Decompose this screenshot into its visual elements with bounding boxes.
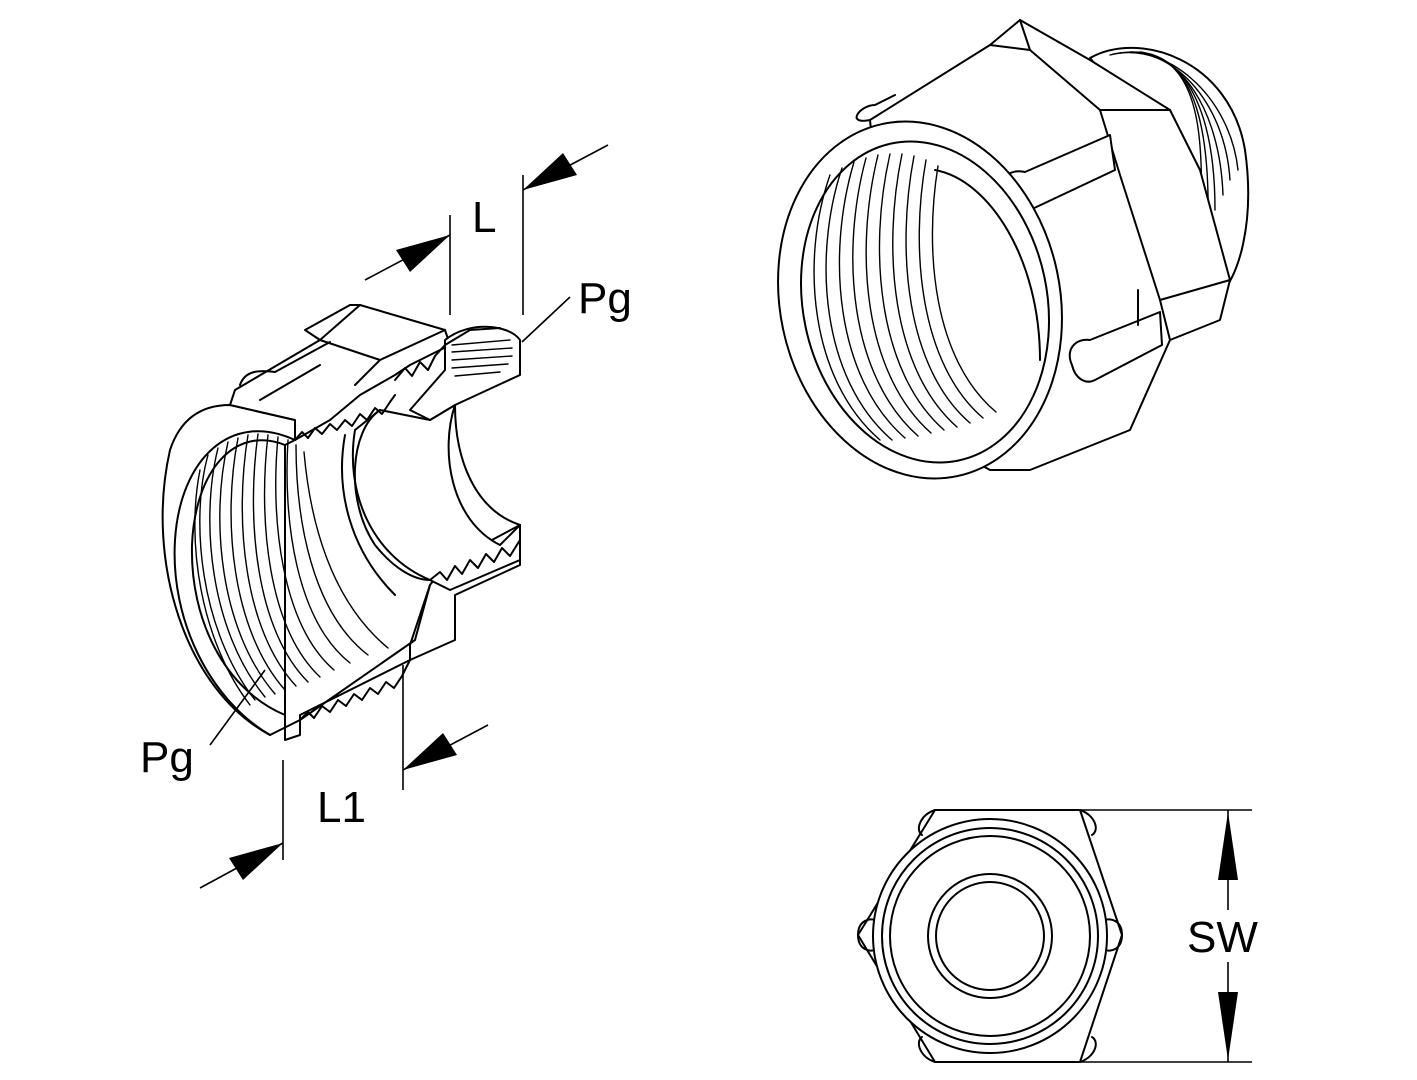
female-thread [194, 433, 389, 706]
label-pg-top: Pg [578, 274, 632, 323]
cutaway-view [161, 304, 521, 741]
label-sw: SW [1187, 913, 1258, 962]
label-l1: L1 [317, 783, 366, 832]
isometric-view [777, 19, 1250, 480]
iso-inner-thread [813, 153, 1041, 441]
dimension-l1 [199, 665, 489, 889]
leader-pg-top [521, 296, 571, 343]
leader-pg-bottom [209, 669, 266, 746]
front-view [857, 809, 1123, 1063]
label-pg-bottom: Pg [140, 733, 194, 782]
dimension-l [364, 144, 609, 315]
label-l: L [472, 193, 496, 242]
dimension-sw [1080, 809, 1273, 1063]
